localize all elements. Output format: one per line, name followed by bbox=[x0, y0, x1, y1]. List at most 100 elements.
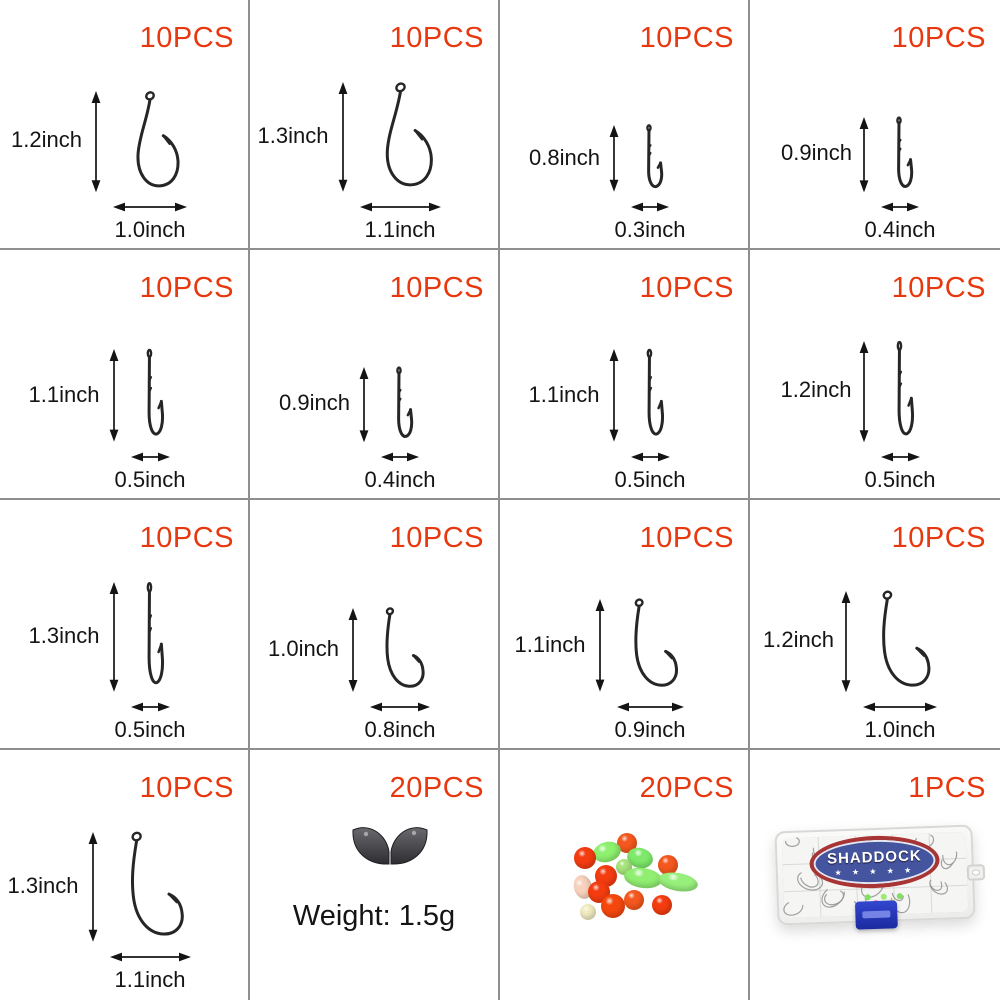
pcs-count-label: 10PCS bbox=[389, 522, 484, 554]
width-arrow bbox=[880, 452, 920, 462]
height-arrow bbox=[88, 832, 97, 942]
width-arrow bbox=[616, 702, 684, 712]
stars-icon: ★ ★ ★ ★ ★ bbox=[834, 865, 916, 878]
fishing-bead bbox=[656, 869, 700, 895]
hook-eye-icon bbox=[147, 350, 150, 357]
width-dimension-label: 0.5inch bbox=[614, 467, 686, 492]
hook-eye-icon bbox=[897, 117, 900, 123]
width-dimension-label: 1.0inch bbox=[114, 217, 186, 242]
width-dimension-label: 1.0inch bbox=[864, 717, 936, 742]
height-arrow bbox=[609, 349, 618, 442]
width-dimension-label: 0.9inch bbox=[614, 717, 686, 742]
grid-cell-r3c2: 10PCS 1.0inch 0.8inch bbox=[250, 500, 500, 750]
grid-cell-r2c3: 10PCS 1.1inch 0.5inch bbox=[500, 250, 750, 500]
fish-hook-graphic bbox=[372, 607, 428, 693]
width-dimension-label: 1.1inch bbox=[114, 967, 186, 992]
fishing-bead bbox=[652, 895, 672, 915]
fish-hook-graphic bbox=[883, 116, 917, 193]
pcs-count-label: 10PCS bbox=[639, 272, 734, 304]
width-arrow bbox=[113, 202, 187, 212]
fish-hook-graphic bbox=[865, 590, 935, 693]
pcs-count-label: 10PCS bbox=[139, 22, 234, 54]
fish-hook-graphic bbox=[383, 366, 417, 443]
height-arrow bbox=[359, 366, 369, 442]
width-arrow bbox=[359, 202, 441, 212]
pcs-count-label: 20PCS bbox=[639, 772, 734, 804]
width-arrow bbox=[130, 452, 170, 462]
blue-band bbox=[854, 900, 898, 930]
grid-cell-r4c2: 20PCS Weight: 1.5g bbox=[250, 750, 500, 1000]
fish-hook-graphic bbox=[633, 124, 667, 193]
pcs-count-label: 10PCS bbox=[389, 22, 484, 54]
width-dimension-label: 0.4inch bbox=[864, 217, 936, 242]
width-arrow bbox=[631, 202, 669, 212]
height-dimension-label: 1.1inch bbox=[28, 381, 100, 407]
grid-cell-r1c4: 10PCS 0.9inch 0.4inch bbox=[750, 0, 1000, 250]
height-dimension-label: 1.2inch bbox=[780, 377, 852, 403]
width-arrow bbox=[381, 452, 419, 462]
brand-name-label: SHADDOCK bbox=[826, 847, 922, 868]
grid-cell-r4c1: 10PCS 1.3inch 1.1inch bbox=[0, 750, 250, 1000]
height-dimension-label: 1.2inch bbox=[763, 627, 834, 653]
width-arrow bbox=[630, 452, 670, 462]
height-dimension-label: 1.3inch bbox=[7, 873, 79, 899]
height-dimension-label: 0.9inch bbox=[279, 390, 350, 416]
pcs-count-label: 10PCS bbox=[139, 522, 234, 554]
pcs-count-label: 20PCS bbox=[389, 772, 484, 804]
fishing-bead bbox=[658, 855, 678, 875]
pcs-count-label: 10PCS bbox=[891, 22, 986, 54]
pcs-count-label: 10PCS bbox=[639, 22, 734, 54]
height-dimension-label: 0.9inch bbox=[781, 140, 852, 166]
hook-eye-icon bbox=[647, 126, 650, 131]
pcs-count-label: 10PCS bbox=[139, 272, 234, 304]
hook-eye-icon bbox=[395, 82, 406, 92]
tackle-box: SHADDOCK★ ★ ★ ★ ★ bbox=[774, 824, 986, 930]
hook-eye-icon bbox=[145, 91, 155, 101]
fish-hook-graphic bbox=[112, 831, 189, 943]
pcs-count-label: 10PCS bbox=[891, 522, 986, 554]
fish-hook-graphic bbox=[133, 581, 168, 693]
grid-cell-r1c1: 10PCS 1.2inch 1.0inch bbox=[0, 0, 250, 250]
fishing-bead bbox=[580, 904, 596, 920]
height-dimension-label: 1.2inch bbox=[11, 127, 82, 153]
hook-eye-icon bbox=[397, 367, 400, 373]
hook-eye-icon bbox=[131, 832, 141, 842]
fish-hook-graphic bbox=[633, 348, 668, 443]
width-dimension-label: 0.5inch bbox=[114, 467, 186, 492]
height-arrow bbox=[841, 590, 851, 692]
hook-eye-icon bbox=[897, 342, 900, 350]
fish-hook-graphic bbox=[115, 90, 185, 193]
sinker-weight-label: Weight: 1.5g bbox=[292, 900, 456, 932]
fish-hook-graphic bbox=[619, 598, 682, 693]
grid-cell-r4c3: 20PCS bbox=[500, 750, 750, 1000]
width-dimension-label: 0.5inch bbox=[114, 717, 186, 742]
pcs-count-label: 10PCS bbox=[389, 272, 484, 304]
hook-eye-icon bbox=[635, 599, 643, 607]
height-arrow bbox=[595, 599, 604, 692]
hook-eye-icon bbox=[883, 590, 892, 599]
height-dimension-label: 1.0inch bbox=[268, 636, 339, 661]
hook-eye-icon bbox=[386, 608, 393, 616]
height-arrow bbox=[109, 349, 118, 442]
pcs-count-label: 10PCS bbox=[139, 772, 234, 804]
width-dimension-label: 0.3inch bbox=[614, 217, 686, 242]
box-hanger-tab bbox=[966, 864, 986, 881]
pcs-count-label: 10PCS bbox=[639, 522, 734, 554]
fishing-bead bbox=[622, 865, 664, 891]
hook-eye-icon bbox=[647, 350, 650, 357]
fishing-bead bbox=[624, 890, 644, 910]
split-shot-sinker-graphic bbox=[352, 827, 428, 865]
width-dimension-label: 0.5inch bbox=[864, 467, 936, 492]
height-dimension-label: 1.1inch bbox=[528, 381, 600, 407]
width-dimension-label: 0.8inch bbox=[364, 717, 436, 742]
height-arrow bbox=[109, 582, 118, 692]
grid-cell-r3c3: 10PCS 1.1inch 0.9inch bbox=[500, 500, 750, 750]
height-dimension-label: 1.1inch bbox=[514, 631, 586, 657]
height-dimension-label: 1.3inch bbox=[28, 623, 100, 649]
